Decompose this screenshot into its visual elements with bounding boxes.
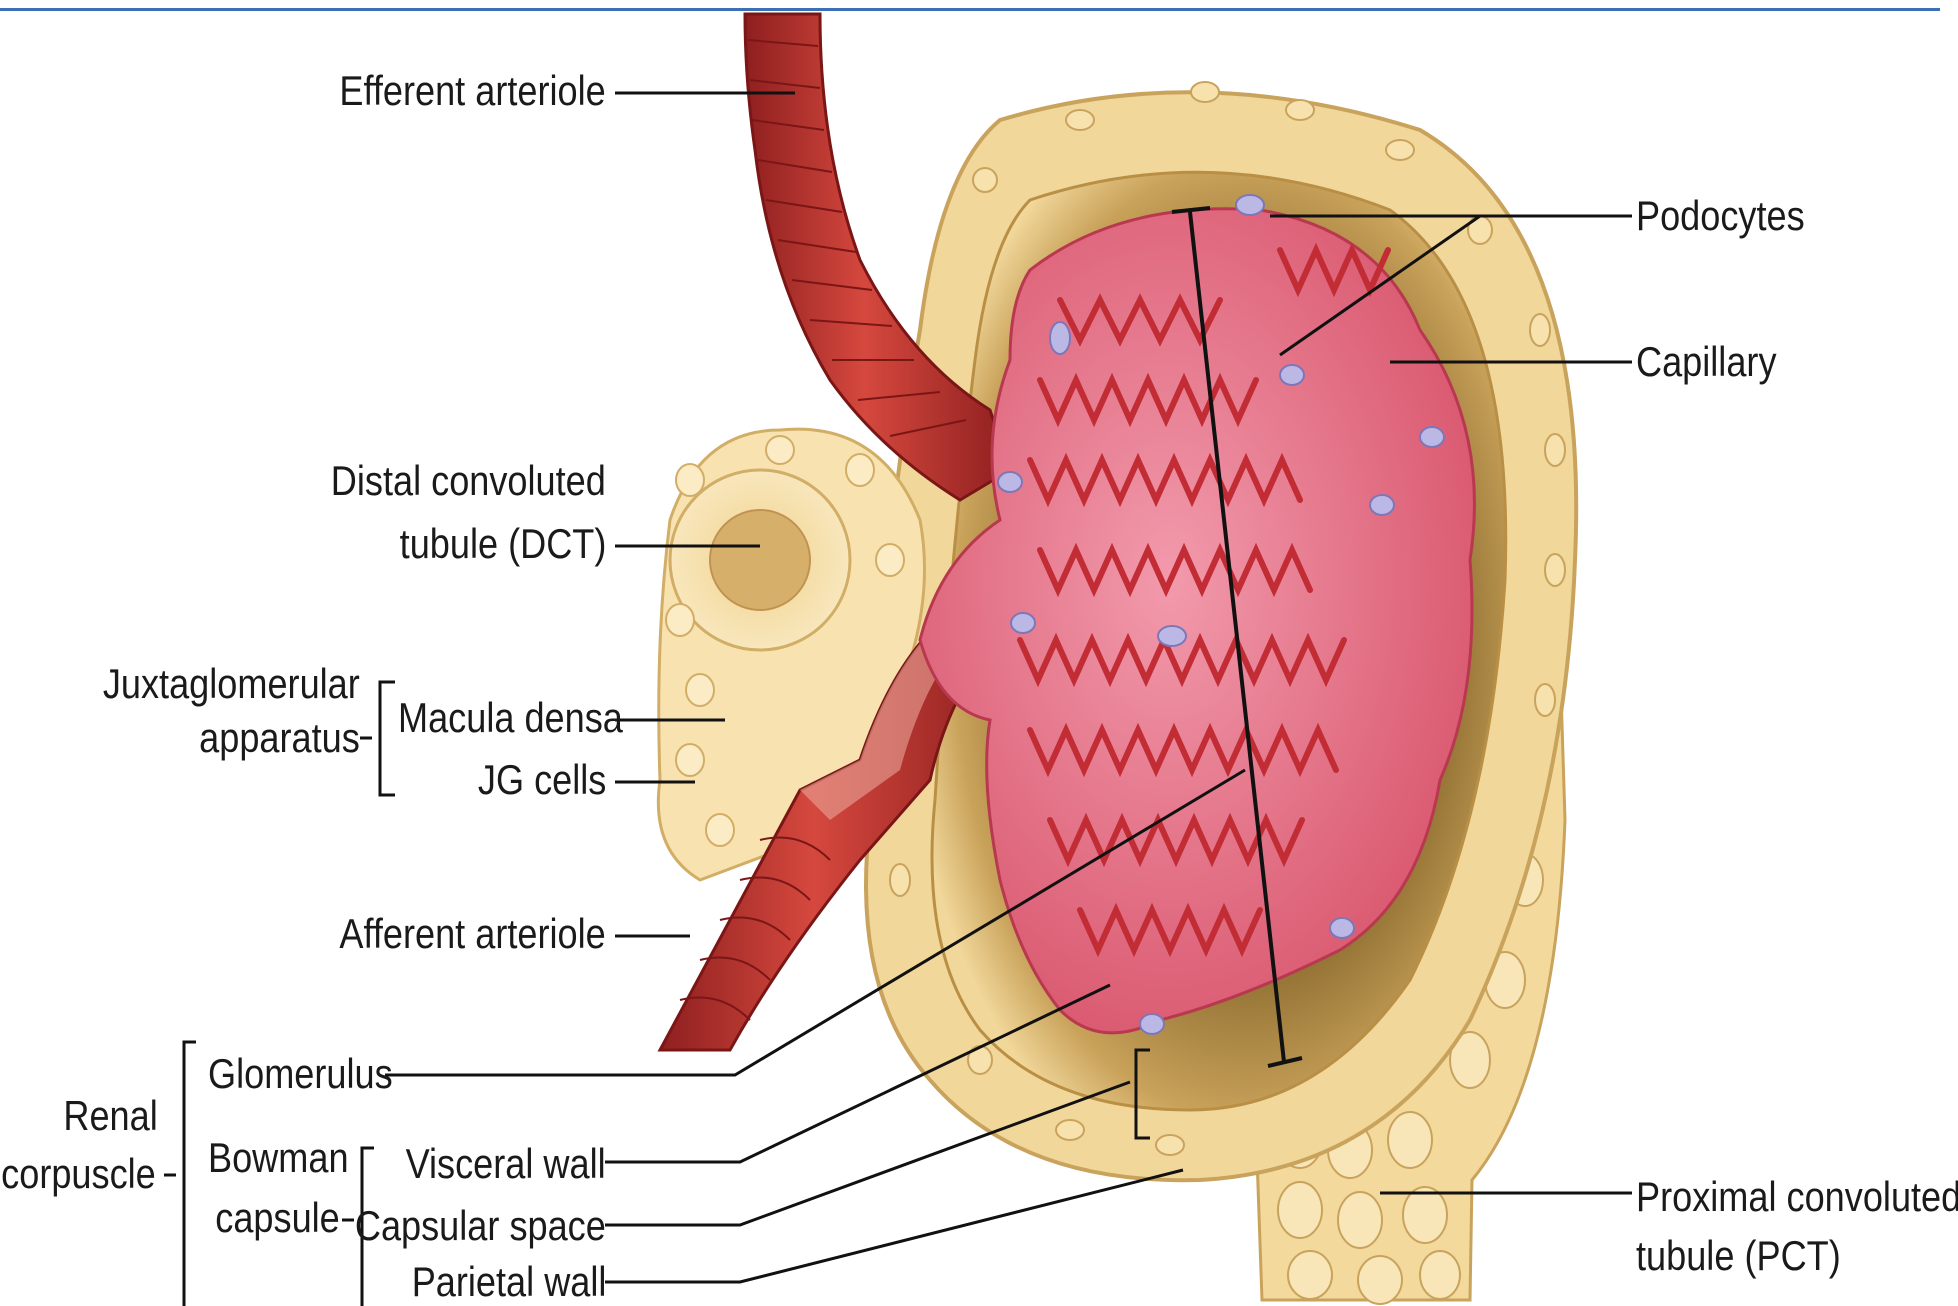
label-proximal-line1: Proximal convoluted: [1636, 1173, 1958, 1221]
label-podocytes: Podocytes: [1636, 192, 1805, 240]
label-parietal-wall: Parietal wall: [411, 1258, 606, 1306]
label-efferent-arteriole: Efferent arteriole: [340, 67, 606, 115]
label-renal-line1: Renal: [64, 1092, 158, 1140]
label-proximal-line2: tubule (PCT): [1636, 1232, 1841, 1280]
label-juxta-line2: apparatus: [199, 714, 360, 762]
label-afferent-arteriole: Afferent arteriole: [340, 910, 606, 958]
label-distal-line1: Distal convoluted: [331, 457, 606, 505]
label-visceral-wall: Visceral wall: [406, 1140, 606, 1188]
label-glomerulus: Glomerulus: [208, 1050, 393, 1098]
label-renal-line2: corpuscle: [1, 1150, 156, 1198]
label-bowman-line2: capsule: [216, 1194, 340, 1242]
label-juxta-line1: Juxtaglomerular: [103, 660, 360, 708]
label-jg-cells: JG cells: [478, 756, 606, 804]
label-distal-line2: tubule (DCT): [399, 520, 606, 568]
label-bowman-line1: Bowman: [208, 1134, 349, 1182]
label-capillary: Capillary: [1636, 338, 1777, 386]
label-macula-densa: Macula densa: [398, 694, 623, 742]
label-capsular-space: Capsular space: [355, 1202, 606, 1250]
